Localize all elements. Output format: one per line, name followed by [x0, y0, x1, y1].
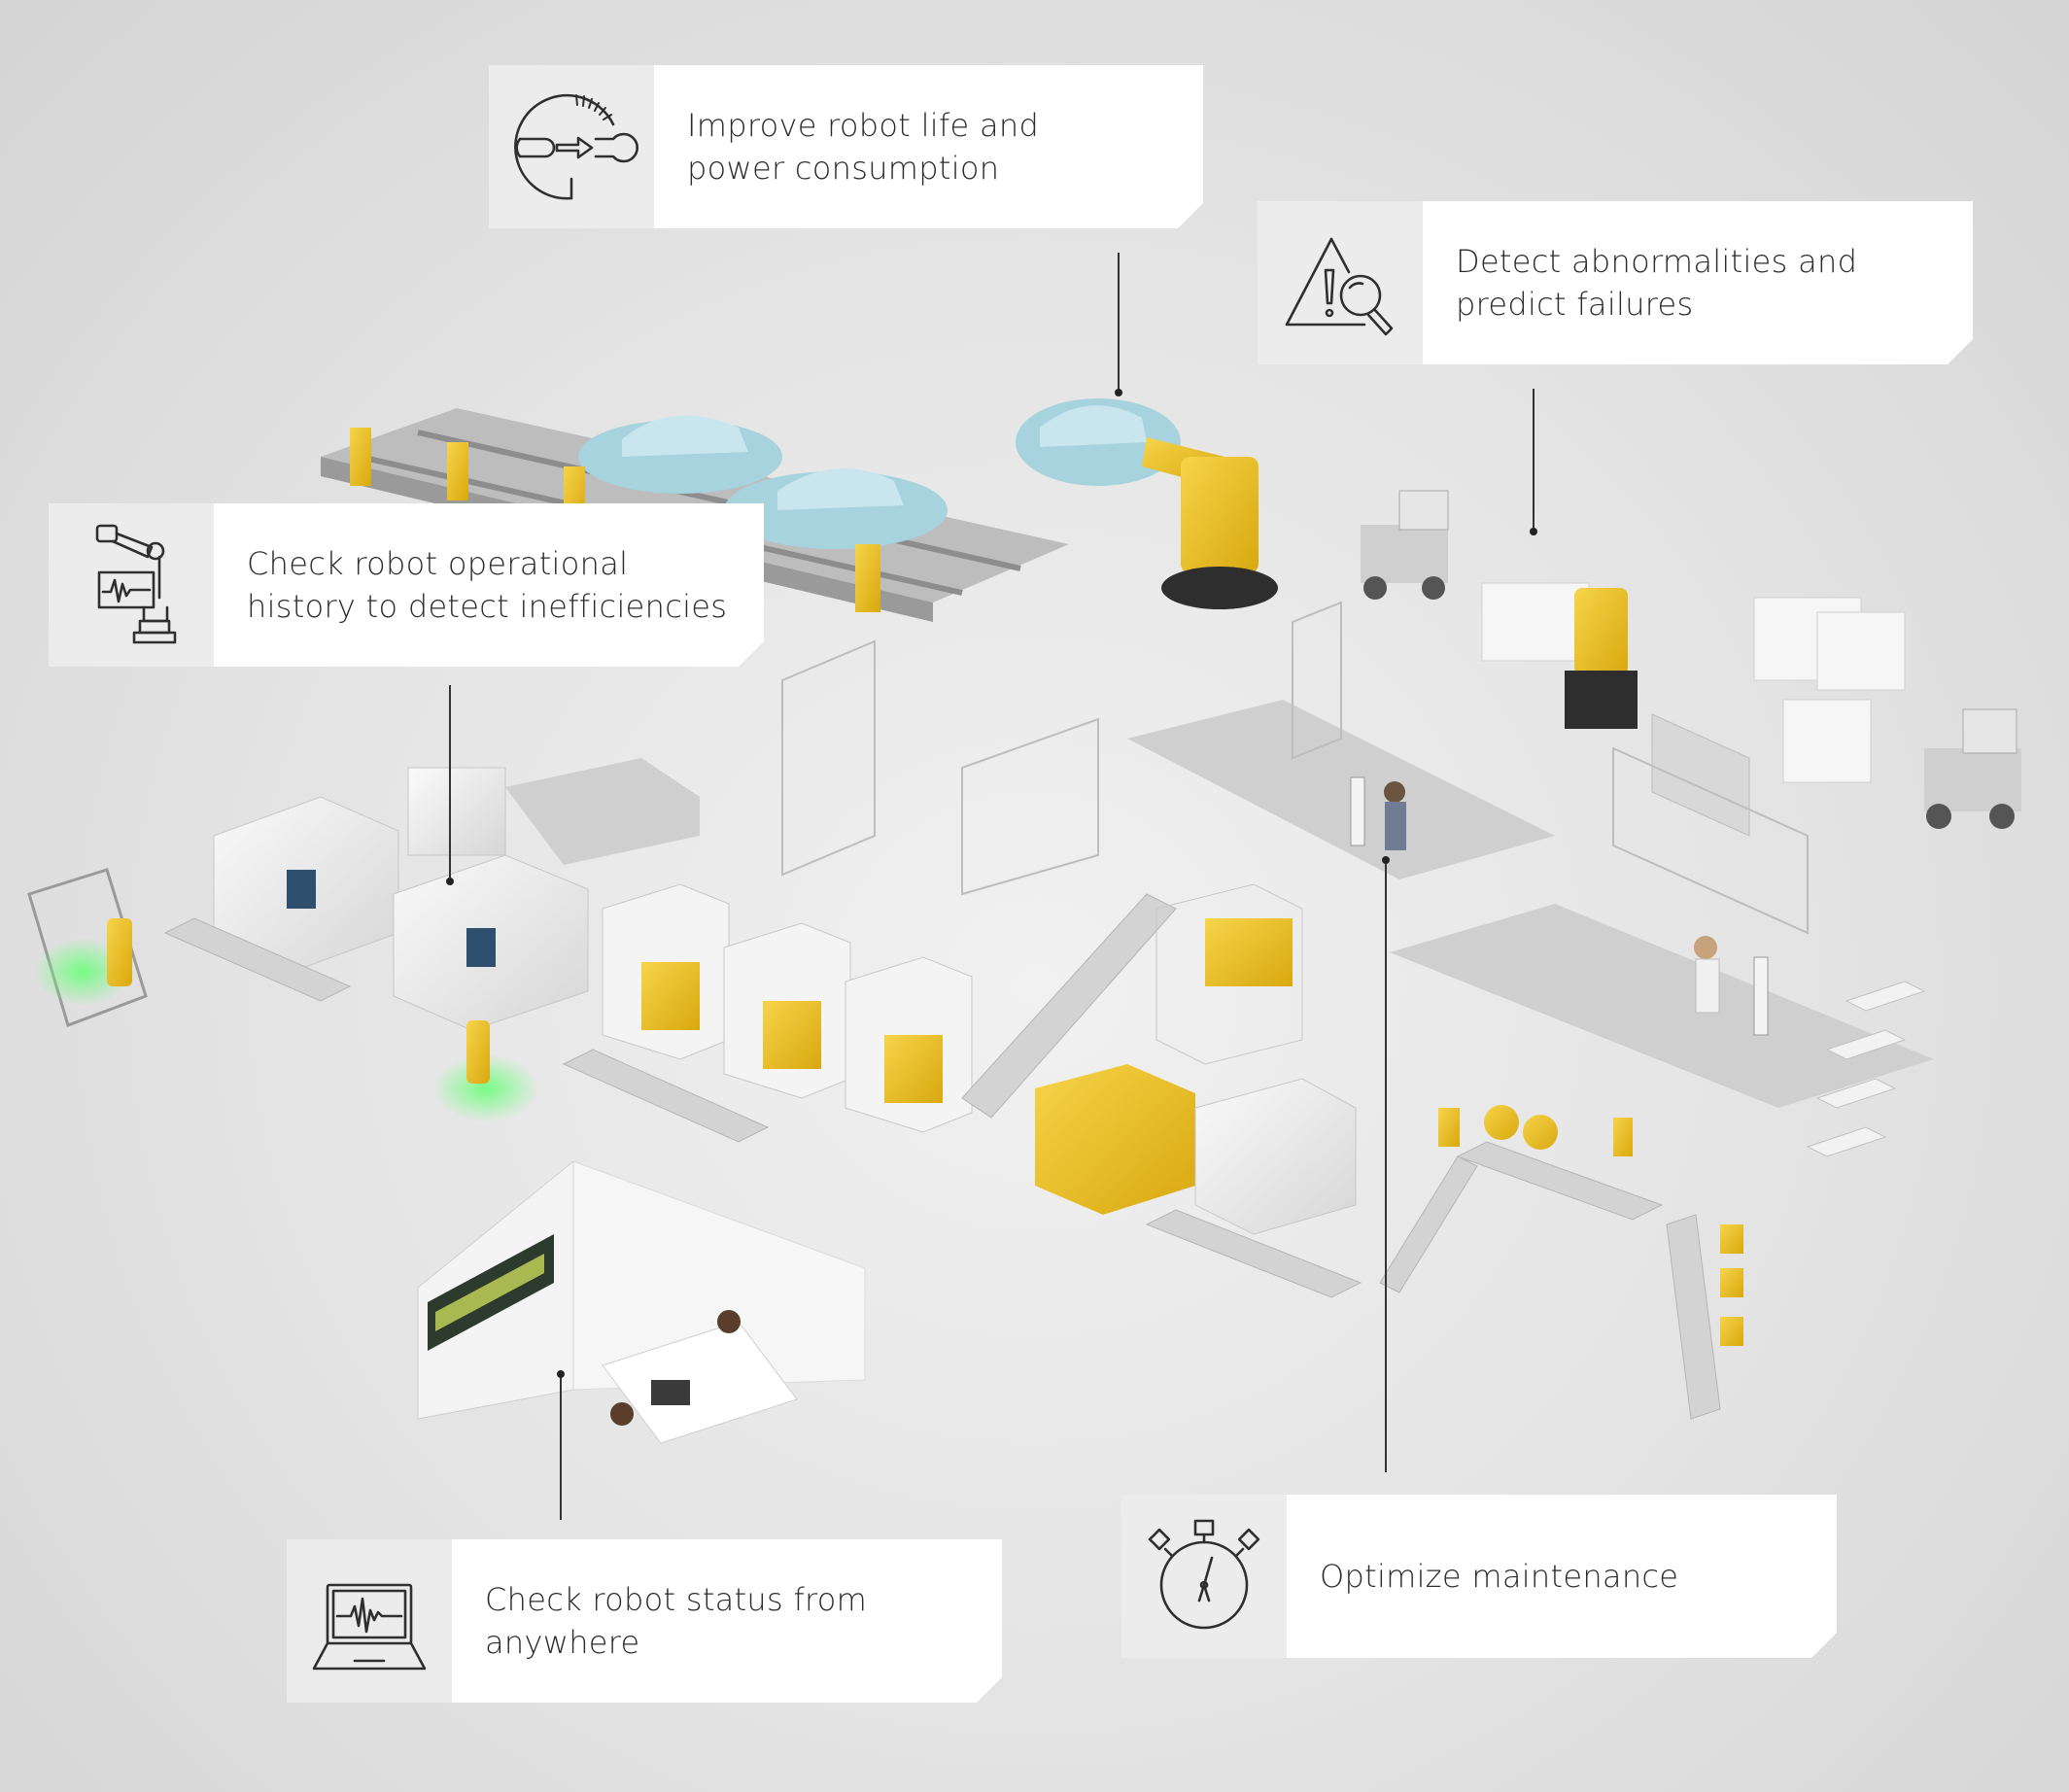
warning-magnifier-icon: [1267, 210, 1413, 356]
callout-icon-box: [1258, 201, 1423, 364]
callout-optimize-maintenance: Optimize maintenance: [1121, 1495, 1837, 1658]
machining-center: [602, 883, 730, 1060]
safety-fence: [781, 601, 1809, 935]
laptop-waveform-icon: [296, 1548, 442, 1694]
robot-arm: [350, 428, 371, 486]
callout-operational-history: Check robot operational history to detec…: [49, 503, 764, 667]
callout-label: Optimize maintenance: [1320, 1558, 1679, 1595]
machining-center: [845, 956, 973, 1133]
callout-label: Improve robot life and power consumption: [687, 107, 1040, 187]
callout-icon-box: [287, 1539, 452, 1703]
connector-dot: [1382, 856, 1390, 864]
connector-line: [449, 685, 451, 881]
connector-line: [1385, 860, 1387, 1472]
callout-icon-box: [49, 503, 214, 667]
connector-line: [560, 1374, 562, 1520]
connector-line: [1533, 389, 1535, 533]
forklift: [1924, 708, 2021, 829]
connector-dot: [1530, 528, 1537, 535]
callout-status-anywhere: Check robot status from anywhere: [287, 1539, 1002, 1703]
injection-molding-machine: [1035, 883, 1357, 1235]
forklift: [1361, 490, 1449, 600]
connector-dot: [446, 878, 454, 885]
callout-improve-robot-life: Improve robot life and power consumption: [489, 65, 1203, 228]
car-body: [578, 415, 782, 494]
wrench-gauge-icon: [499, 74, 644, 220]
large-robot-holding-car: [1016, 398, 1278, 609]
callout-label: Detect abnormalities and predict failure…: [1456, 243, 1858, 323]
assembly-cell: [1438, 1105, 1743, 1346]
callout-icon-box: [489, 65, 654, 228]
robot-chart-icon: [58, 512, 204, 658]
callout-label: Check robot status from anywhere: [485, 1581, 868, 1661]
stopwatch-icon: [1131, 1503, 1277, 1649]
robot-arm: [447, 442, 468, 500]
connector-line: [1118, 253, 1120, 394]
connector-dot: [557, 1370, 565, 1378]
inspection-robot-cell: [27, 868, 539, 1122]
robot-arm: [855, 544, 880, 612]
palletizing-cell: [1481, 582, 1906, 837]
control-room: [417, 1159, 866, 1444]
callout-label: Check robot operational history to detec…: [247, 545, 728, 625]
cnc-machine: [393, 854, 589, 1031]
cobot-workstation: [1390, 904, 1934, 1108]
callout-detect-abnormalities: Detect abnormalities and predict failure…: [1258, 201, 1973, 364]
cobot-workstation: [1127, 700, 1555, 879]
car-body: [724, 468, 948, 549]
callout-icon-box: [1121, 1495, 1287, 1658]
storage-rack: [1806, 981, 1926, 1157]
injection-molding-machine: [407, 758, 700, 865]
connector-dot: [1115, 389, 1122, 396]
machining-center: [723, 922, 851, 1099]
conveyor: [163, 893, 1721, 1420]
